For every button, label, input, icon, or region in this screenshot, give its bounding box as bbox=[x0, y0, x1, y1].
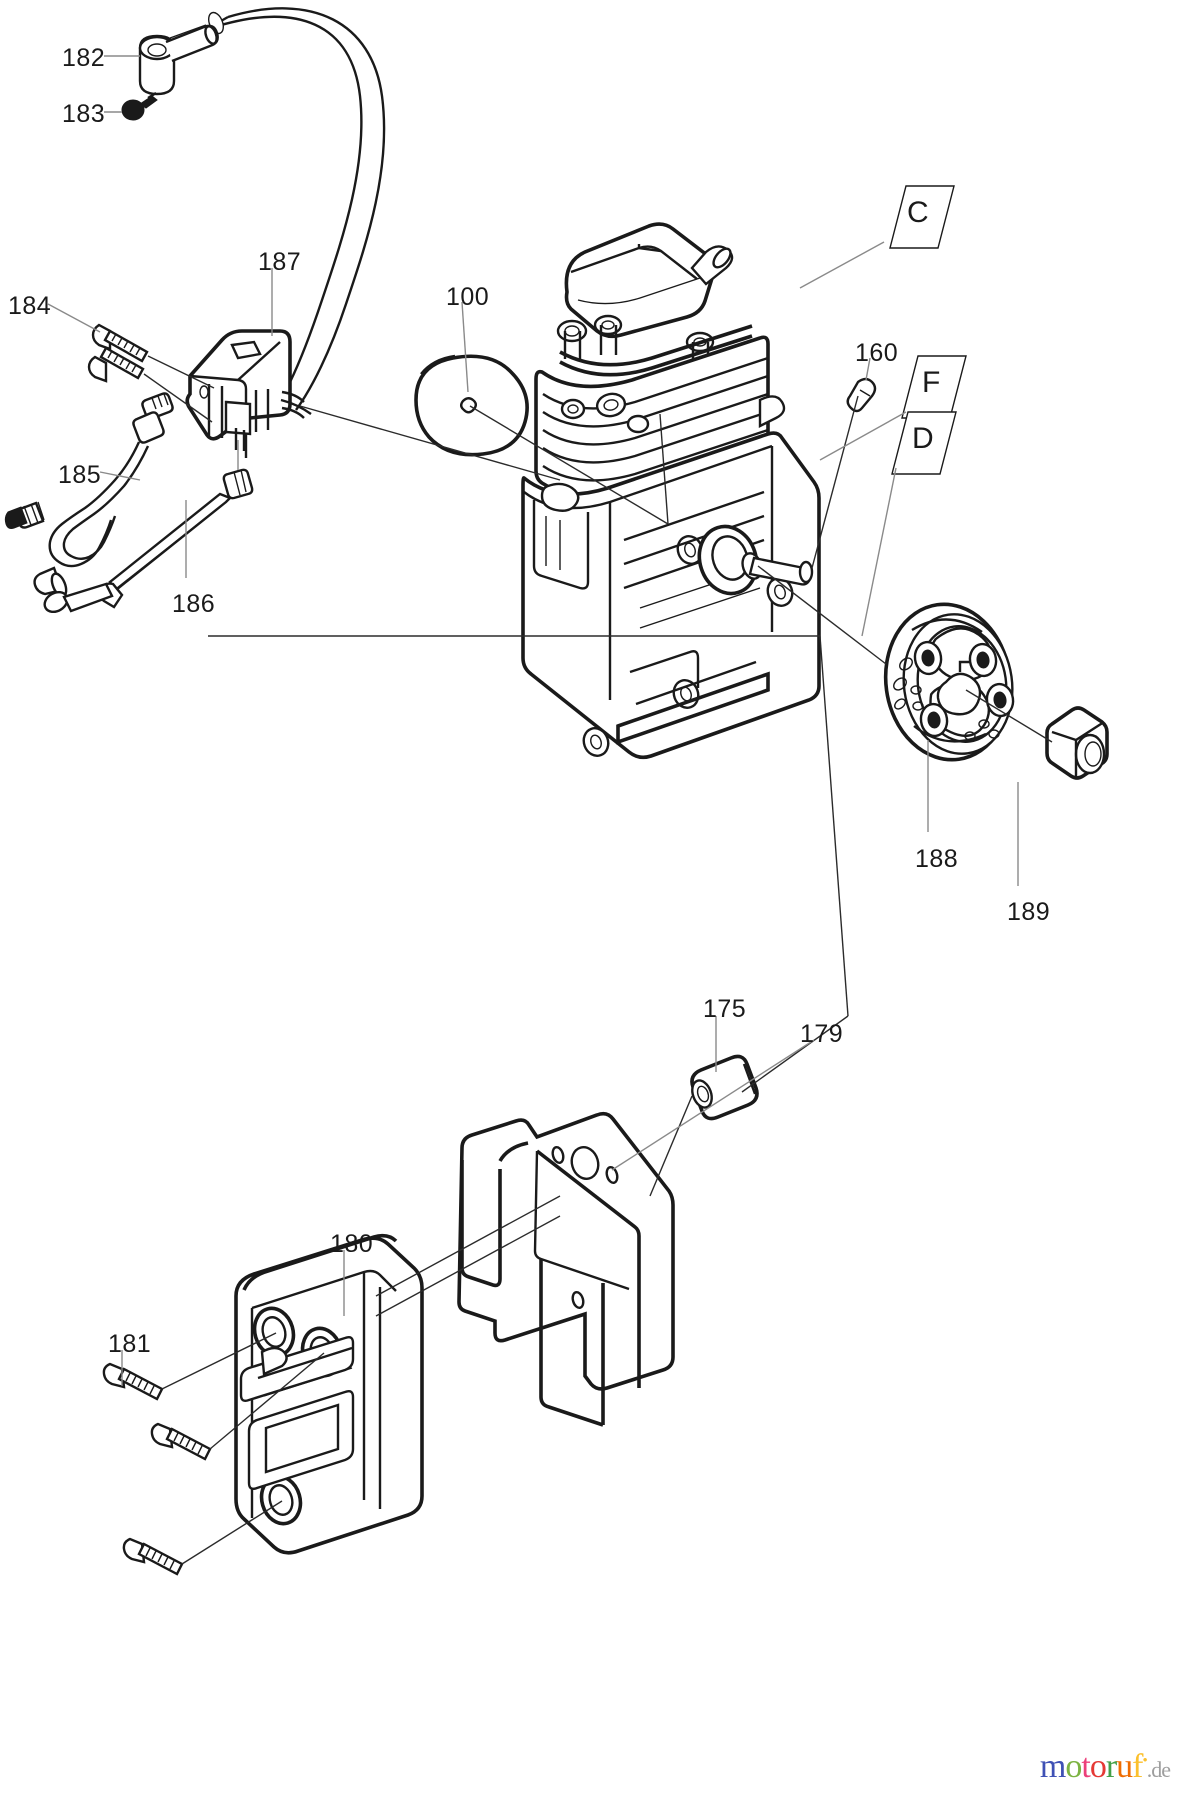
watermark-dot: • bbox=[1142, 1752, 1147, 1769]
callout-leader-lines bbox=[47, 55, 1019, 1386]
watermark-letter: m bbox=[1039, 1748, 1066, 1785]
callout-188: 188 bbox=[915, 845, 959, 873]
cylinder-head-assembly bbox=[534, 222, 788, 501]
callout-186: 186 bbox=[172, 590, 216, 618]
watermark-letter: o bbox=[1065, 1748, 1082, 1785]
callout-184: 184 bbox=[8, 292, 52, 320]
crankcase-block bbox=[521, 431, 821, 760]
motoruf-watermark: motoruf•.de bbox=[1039, 1748, 1171, 1786]
callout-160: 160 bbox=[855, 339, 899, 367]
coil-screw-parts bbox=[87, 323, 149, 383]
ignition-cable-part bbox=[4, 392, 174, 598]
heat-shield-part bbox=[457, 1111, 675, 1427]
callout-100: 100 bbox=[446, 283, 490, 311]
watermark-letter: u bbox=[1116, 1748, 1133, 1785]
callout-185: 185 bbox=[58, 461, 102, 489]
reference-box-d: D bbox=[912, 422, 934, 455]
callout-189: 189 bbox=[1007, 898, 1051, 926]
callout-182: 182 bbox=[62, 44, 106, 72]
watermark-suffix: .de bbox=[1146, 1757, 1171, 1782]
callout-181: 181 bbox=[108, 1330, 152, 1358]
muffler-bolt-parts bbox=[102, 1362, 212, 1576]
exhaust-spacer-part bbox=[690, 1054, 759, 1121]
ignition-coil-part bbox=[185, 329, 312, 458]
callout-187: 187 bbox=[258, 248, 302, 276]
reference-box-shapes bbox=[799, 185, 967, 637]
watermark-letter: r bbox=[1105, 1748, 1117, 1785]
muffler-part bbox=[234, 1233, 424, 1555]
reference-box-c: C bbox=[907, 196, 929, 229]
spark-plug-terminal-part bbox=[121, 91, 158, 121]
callout-175: 175 bbox=[703, 995, 747, 1023]
clutch-nut-part bbox=[1045, 706, 1109, 780]
woodruff-key-part bbox=[846, 377, 877, 413]
watermark-letter: f bbox=[1132, 1748, 1143, 1785]
watermark-letter: o bbox=[1089, 1748, 1107, 1785]
engine-cover-plate-part bbox=[414, 354, 529, 457]
ht-lead-cable bbox=[204, 7, 386, 411]
watermark-letter: t bbox=[1081, 1748, 1091, 1785]
callout-183: 183 bbox=[62, 100, 106, 128]
assembly-leader-lines bbox=[143, 355, 1053, 1565]
callout-179: 179 bbox=[800, 1020, 844, 1048]
clutch-assembly-part bbox=[883, 602, 1015, 762]
spark-plug-cap-part bbox=[138, 24, 219, 96]
reference-box-f: F bbox=[922, 366, 941, 399]
callout-180: 180 bbox=[330, 1230, 374, 1258]
stop-switch-lead-part bbox=[43, 468, 254, 614]
